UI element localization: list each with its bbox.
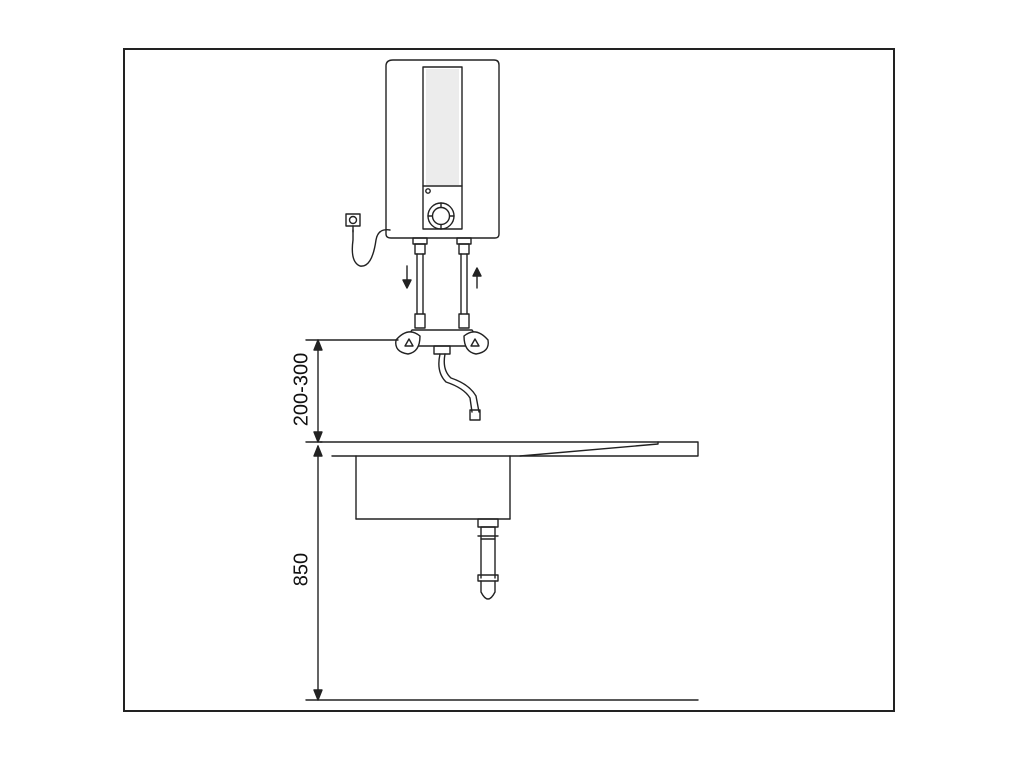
drain-trap xyxy=(477,518,499,600)
dimension-lines xyxy=(305,339,699,701)
arrow-up-icon xyxy=(472,267,482,289)
water-heater xyxy=(385,59,500,239)
arrow-down-icon xyxy=(402,265,412,289)
tap-handle-icon xyxy=(395,331,489,355)
pipe-fittings xyxy=(412,237,472,329)
counter-height-dimension-label: 850 xyxy=(290,552,313,587)
indicator-light-icon xyxy=(425,188,431,194)
power-plug-icon xyxy=(345,213,391,267)
temperature-knob-icon xyxy=(427,202,455,230)
sink-basin xyxy=(319,441,699,520)
tap-height-dimension-label: 200-300 xyxy=(290,352,313,427)
diagram-frame xyxy=(123,48,895,712)
swivel-spout xyxy=(438,353,481,421)
